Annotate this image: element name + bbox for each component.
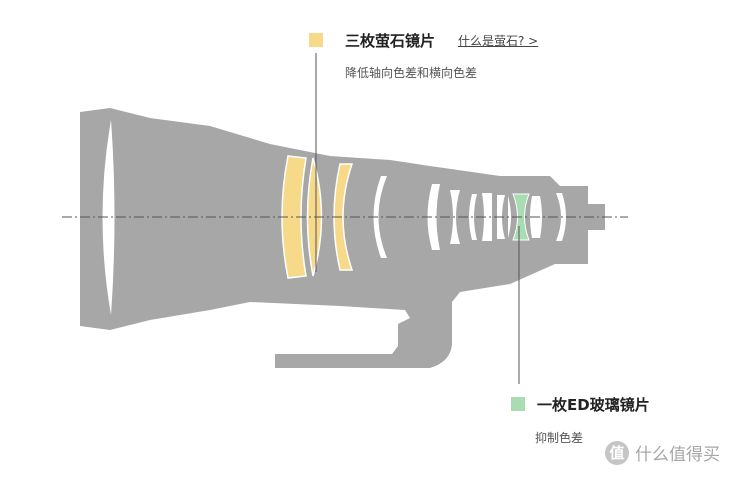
fluorite-swatch [309, 33, 323, 47]
front-element [102, 120, 115, 315]
rear-element-1 [427, 184, 440, 250]
ed-swatch [511, 397, 525, 411]
meniscus-element [373, 176, 387, 258]
fluorite-element-1 [281, 155, 307, 279]
rear-element-4 [482, 193, 492, 241]
rear-element-6 [508, 196, 511, 238]
watermark: 值 什么值得买 [605, 440, 720, 465]
fluorite-legend-subtitle: 降低轴向色差和横向色差 [345, 66, 478, 80]
what-is-fluorite-link[interactable]: 什么是萤石? > [458, 34, 539, 48]
fluorite-element-3 [333, 163, 354, 271]
ed-legend-subtitle: 抑制色差 [535, 431, 584, 445]
watermark-logo: 值 [605, 440, 629, 465]
fluorite-legend-title: 三枚萤石镜片 [345, 32, 436, 50]
ed-legend-title: 一枚ED玻璃镜片 [537, 396, 650, 414]
watermark-text: 什么值得买 [635, 445, 720, 465]
